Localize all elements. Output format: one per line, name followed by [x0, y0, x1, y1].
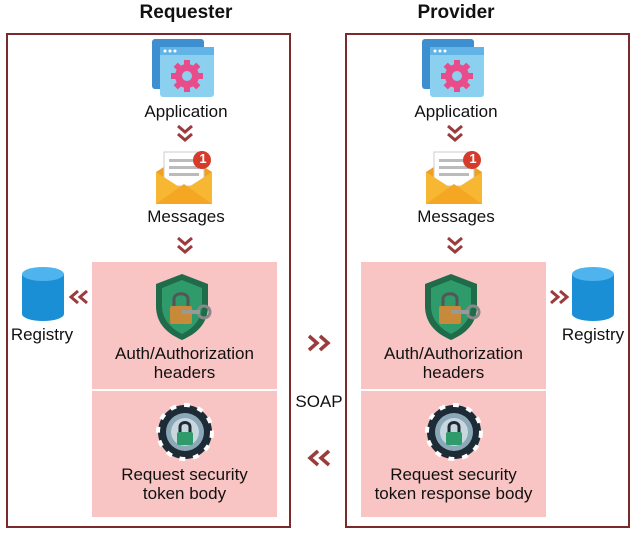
notification-badge: 1	[469, 151, 477, 166]
registry-label: Registry	[561, 325, 625, 344]
messages-label: Messages	[147, 207, 225, 226]
requester-panel	[6, 33, 291, 528]
separator	[92, 389, 277, 391]
chevron-right-icon	[550, 289, 570, 305]
application-label: Application	[414, 102, 498, 121]
mail-icon	[156, 151, 212, 204]
messages-label: Messages	[417, 207, 495, 226]
token-body-label: Request security token body	[94, 465, 275, 503]
shield-lock-icon	[425, 274, 481, 340]
chevron-down-icon	[177, 124, 193, 142]
application-icon	[422, 39, 484, 97]
security-token-icon	[425, 403, 483, 461]
soap-label: SOAP	[295, 392, 343, 411]
registry-label: Registry	[10, 325, 74, 344]
database-icon	[572, 267, 614, 321]
shield-lock-icon	[156, 274, 212, 340]
auth-label-line2: headers	[153, 363, 216, 382]
application-label: Application	[144, 102, 228, 121]
token-label-line2: token response body	[374, 484, 533, 503]
chevron-down-icon	[447, 124, 463, 142]
provider-panel	[345, 33, 630, 528]
security-token-icon	[156, 403, 214, 461]
chevron-down-icon	[177, 236, 193, 254]
chevron-left-icon	[307, 449, 331, 467]
separator	[361, 389, 546, 391]
requester-title: Requester	[139, 2, 233, 23]
auth-label-line1: Auth/Authorization	[384, 344, 523, 363]
chevron-down-icon	[447, 236, 463, 254]
auth-label-line2: headers	[422, 363, 485, 382]
mail-icon	[426, 151, 482, 204]
chevron-left-icon	[68, 289, 88, 305]
token-label-line2: token body	[142, 484, 227, 503]
provider-title: Provider	[417, 2, 495, 23]
token-label-line1: Request security	[390, 465, 517, 484]
token-response-body-label: Request security token response body	[363, 465, 544, 503]
auth-headers-label: Auth/Authorization headers	[363, 344, 544, 382]
chevron-right-icon	[307, 334, 331, 352]
auth-label-line1: Auth/Authorization	[115, 344, 254, 363]
notification-badge: 1	[199, 151, 207, 166]
database-icon	[22, 267, 64, 321]
token-label-line1: Request security	[121, 465, 248, 484]
auth-headers-label: Auth/Authorization headers	[94, 344, 275, 382]
application-icon	[152, 39, 214, 97]
